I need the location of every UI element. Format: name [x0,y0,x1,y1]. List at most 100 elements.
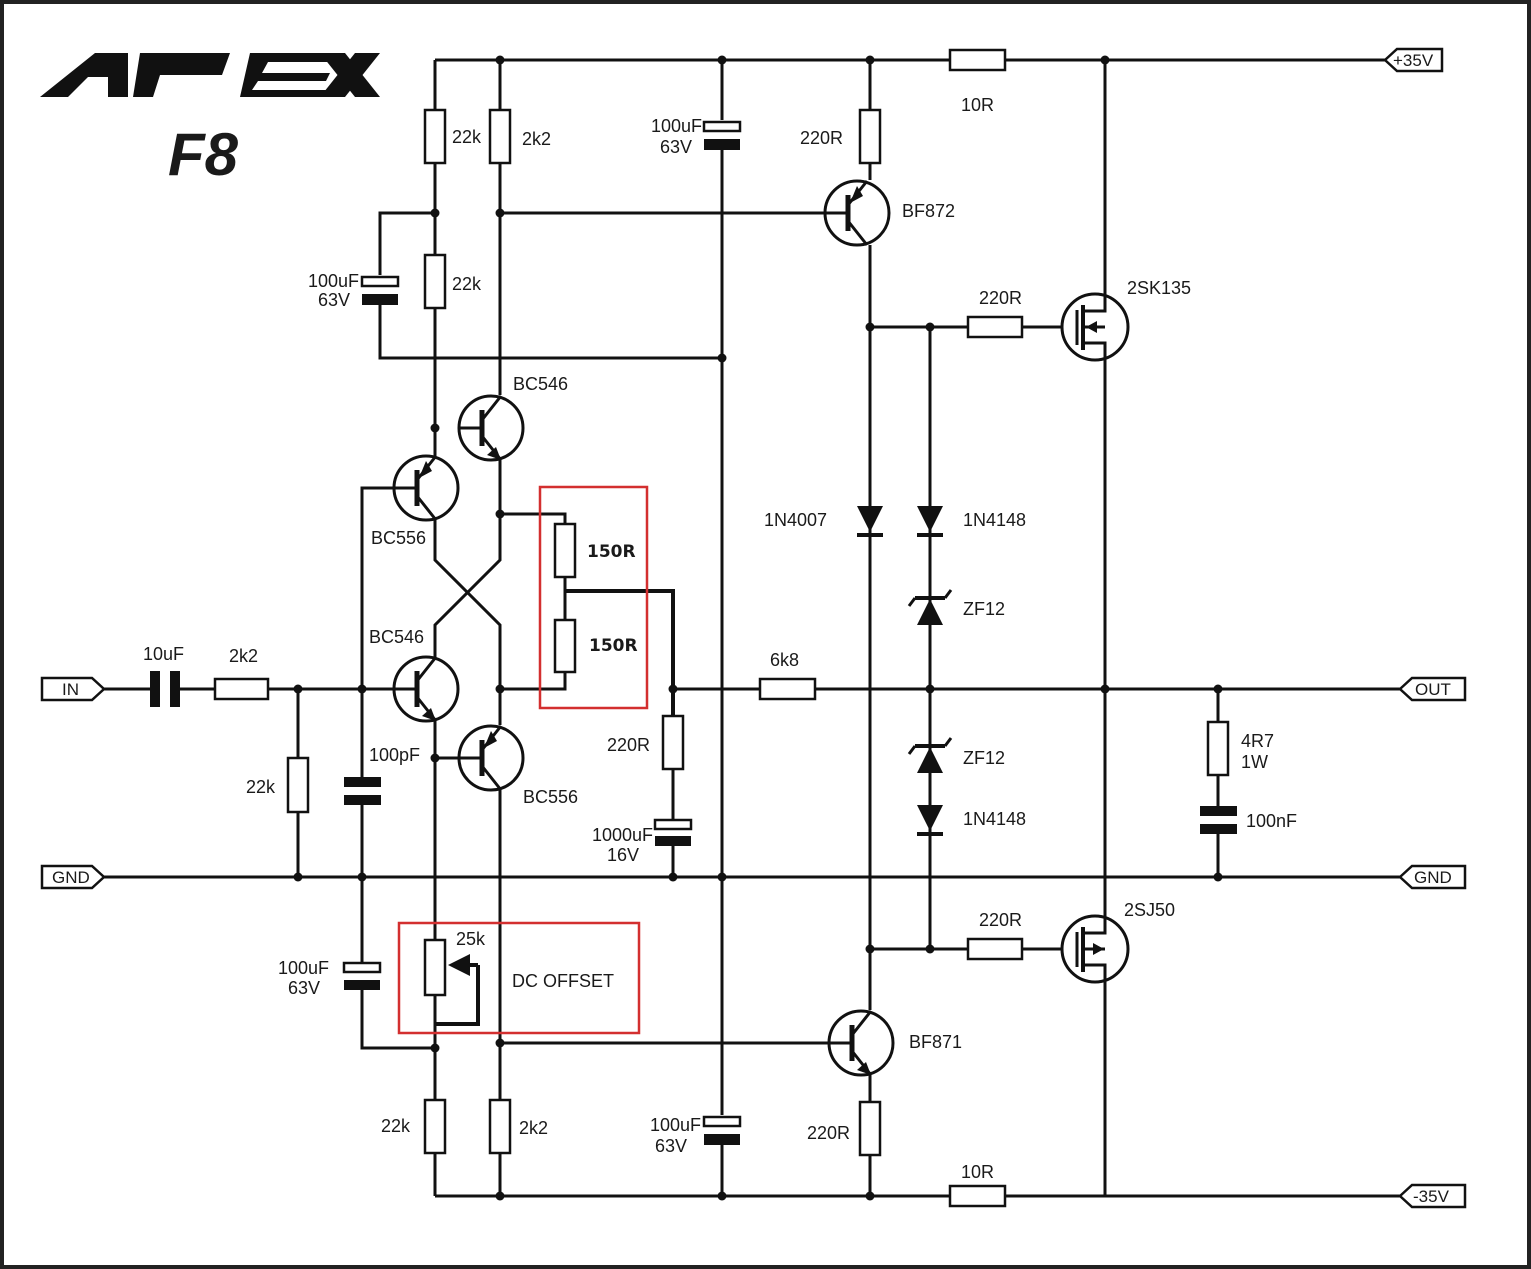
transistor-bc556-bottom [459,726,523,790]
transistor-bf872 [825,181,889,245]
terminal-gnd-left-label: GND [52,868,90,887]
label-supply-bottom-value: 100uF [650,1115,701,1135]
capacitors [150,120,1237,1145]
label-150r-a: 150R [587,542,636,562]
label-1w: 1W [1241,752,1268,772]
label-220r-gate-bottom: 220R [979,910,1022,930]
resistor-150r-a [553,522,577,579]
label-2k2-bottom: 2k2 [519,1118,548,1138]
resistor-10r-top [948,48,1007,72]
terminal-gnd-left [40,864,106,890]
label-1n4148-bottom: 1N4148 [963,809,1026,829]
label-4r7: 4R7 [1241,731,1274,751]
label-boot-value: 100uF [308,271,359,291]
label-bf871: BF871 [909,1032,962,1052]
mosfet-2sj50 [1060,914,1130,984]
terminal-vneg-label: -35V [1413,1187,1450,1206]
capacitor-feedback-1000uf [653,818,693,846]
label-supply-top-value: 100uF [651,116,702,136]
label-22k-bottom: 22k [381,1116,411,1136]
capacitor-bootstrap [360,275,400,305]
terminal-in-label: IN [62,680,79,699]
label-boot-voltage: 63V [318,290,350,310]
label-2sk135: 2SK135 [1127,278,1191,298]
label-25k: 25k [456,929,486,949]
capacitor-supply-top [702,120,742,150]
model-label: F8 [168,121,239,188]
terminal-gnd-right-label: GND [1414,868,1452,887]
diode-1n4148-top [917,506,943,537]
resistors [213,48,1230,1208]
resistor-2k2-input [213,677,270,701]
label-150r-b: 150R [589,636,638,656]
mosfet-2sk135 [1060,292,1130,362]
diode-1n4148-bottom [917,805,943,836]
label-2k2-input: 2k2 [229,646,258,666]
resistor-22k-input [286,756,310,814]
label-2k2-top: 2k2 [522,129,551,149]
label-zf12-bottom: ZF12 [963,748,1005,768]
label-16v: 16V [607,845,639,865]
terminal-in [40,676,106,702]
capacitor-input-10uf [150,671,180,707]
trimmer-25k [423,938,478,997]
resistor-6k8 [758,677,817,701]
terminal-vpos-label: +35V [1393,51,1434,70]
highlight-box-dc-offset [397,921,641,1035]
diode-1n4007 [857,506,883,537]
capacitor-bottom-left [342,961,382,990]
resistor-2k2-bottom [488,1098,512,1155]
resistor-220r-top [858,108,882,165]
capacitor-supply-bottom [702,1115,742,1145]
wiring [104,58,1400,1198]
label-1000uf: 1000uF [592,825,653,845]
resistor-4r7 [1206,720,1230,777]
terminals: IN GND +35V OUT GND -35V [40,47,1467,1209]
label-dc-offset: DC OFFSET [512,971,614,991]
label-zf12-top: ZF12 [963,599,1005,619]
label-100nf: 100nF [1246,811,1297,831]
label-bc556-bottom: BC556 [523,787,578,807]
label-bf872: BF872 [902,201,955,221]
terminal-vneg [1398,1183,1467,1209]
label-220r-bottom: 220R [807,1123,850,1143]
resistor-22k-bottom [423,1098,447,1155]
capacitor-100pf [344,777,381,805]
component-labels: 22k 2k2 22k 100uF 63V 100uF 63V BC546 BC… [143,95,1297,1182]
resistor-220r-gate-top [966,315,1024,339]
label-1n4148-top: 1N4148 [963,510,1026,530]
label-220r-feedback: 220R [607,735,650,755]
junctions [293,55,1223,1201]
label-220r-top: 220R [800,128,843,148]
resistor-220r-bottom [858,1100,882,1157]
zener-zf12-bottom [907,737,953,773]
resistor-22k-mid [423,253,447,310]
transistor-bc546-top [459,396,523,460]
label-10r-top: 10R [961,95,994,115]
zener-zf12-top [907,589,953,625]
label-22k-mid: 22k [452,274,482,294]
capacitor-zobel-100nf [1200,806,1237,834]
terminal-vpos [1383,47,1444,73]
terminal-gnd-right [1398,864,1467,890]
label-10uf: 10uF [143,644,184,664]
label-10r-bottom: 10R [961,1162,994,1182]
label-100pf: 100pF [369,745,420,765]
transistor-bc546-bottom [394,657,458,721]
transistor-bc556-top [394,456,458,520]
resistor-220r-feedback [661,714,685,771]
highlight-box-150r [538,485,649,710]
label-bottom-left-voltage: 63V [288,978,320,998]
resistor-22k-top [423,108,447,165]
label-bc546-top: BC546 [513,374,568,394]
label-2sj50: 2SJ50 [1124,900,1175,920]
label-bc556-top: BC556 [371,528,426,548]
label-22k-top: 22k [452,127,482,147]
resistor-150r-b [553,618,577,674]
diodes [857,506,953,836]
label-bc546-bottom: BC546 [369,627,424,647]
label-supply-bottom-voltage: 63V [655,1136,687,1156]
label-1n4007: 1N4007 [764,510,827,530]
